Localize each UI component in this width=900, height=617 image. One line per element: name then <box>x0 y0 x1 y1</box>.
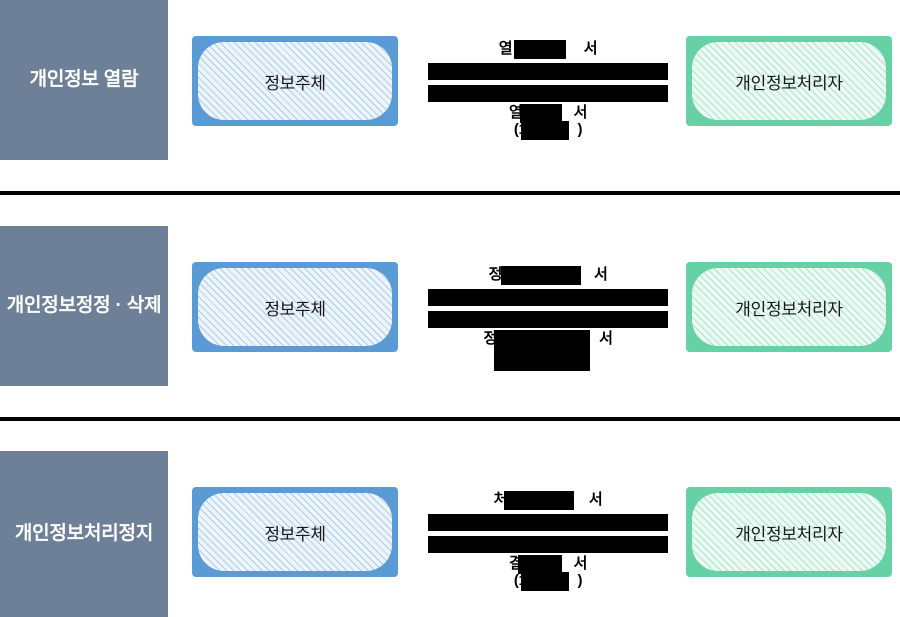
row-separator-2 <box>0 417 900 421</box>
flow-label-suffix: 서 <box>588 491 603 508</box>
flow-label-top-row3-line1: 처████████서 <box>428 491 668 510</box>
flow-label-bottom-row2: 정██████████서 <box>428 330 668 371</box>
redaction-block-top-row2 <box>501 266 581 285</box>
flow-label-top-row2-line1: 정█████████서 <box>428 266 668 285</box>
redaction-block-top-row1 <box>514 40 566 59</box>
actor-label-controller-row3: 개인정보처리자 <box>692 493 886 571</box>
category-label-access: 개인정보 열람 <box>29 69 139 91</box>
flow-label-top-row1-line1: 열███████서 <box>428 40 668 59</box>
flow-label-prefix: 열 <box>509 104 523 121</box>
actor-box-data-subject-row1: 정보주체 <box>192 36 398 126</box>
actor-label-controller-row2: 개인정보처리자 <box>692 268 886 346</box>
flow-label-suffix: ) <box>577 572 583 590</box>
category-label-processing-suspension-line2: 처리정지 <box>84 523 154 545</box>
category-panel-processing-suspension: 개인정보 처리정지 <box>0 451 168 617</box>
flow-label-bottom-row1: 열█████서 (1█████) <box>428 104 668 141</box>
flow-arrow-forward-row2 <box>428 289 668 306</box>
actor-box-controller-row2: 개인정보처리자 <box>686 262 892 352</box>
redaction-block-bottom-row3-a <box>518 555 562 574</box>
redaction-block-bottom-row2-b <box>494 349 590 371</box>
flow-label-suffix: 서 <box>599 330 613 347</box>
flow-label-top-row1: 열███████서 <box>428 40 668 59</box>
actor-box-controller-row1: 개인정보처리자 <box>686 36 892 126</box>
actor-label-data-subject-row1: 정보주체 <box>198 42 392 120</box>
flow-arrow-forward-row1 <box>428 63 668 80</box>
flow-label-suffix: ) <box>577 121 583 139</box>
category-panel-access: 개인정보 열람 <box>0 0 168 160</box>
actor-label-data-subject-row3: 정보주체 <box>198 493 392 571</box>
flow-label-top-row2: 정█████████서 <box>428 266 668 285</box>
flow-row-processing-suspension: 개인정보 처리정지 정보주체 개인정보처리자 처████████서 결█████… <box>0 451 900 617</box>
flow-label-suffix: 서 <box>573 104 588 121</box>
redaction-block-bottom-row1-a <box>520 104 562 123</box>
actor-box-data-subject-row2: 정보주체 <box>192 262 398 352</box>
actor-box-data-subject-row3: 정보주체 <box>192 487 398 577</box>
flow-label-bottom-row1-line2: (1█████) <box>428 121 668 141</box>
category-label-correction-deletion-line1: 개인정보 <box>6 295 76 317</box>
flow-label-top-row3: 처████████서 <box>428 491 668 510</box>
flow-label-suffix: 서 <box>583 40 598 57</box>
flow-row-access: 개인정보 열람 정보주체 개인정보처리자 열███████서 열█████서 (… <box>0 0 900 193</box>
flow-label-suffix: 서 <box>594 266 608 283</box>
actor-box-controller-row3: 개인정보처리자 <box>686 487 892 577</box>
category-panel-correction-deletion: 개인정보 정정 · 삭제 <box>0 226 168 386</box>
flow-arrow-return-row1 <box>428 85 668 102</box>
redaction-block-bottom-row3-b <box>521 572 569 592</box>
flow-label-prefix: 열 <box>498 40 513 57</box>
flow-label-bottom-row1-line1: 열█████서 <box>428 104 668 123</box>
flow-label-bottom-row3: 결█████서 (1█████) <box>428 555 668 592</box>
flow-label-bottom-row2-line1: 정██████████서 <box>428 330 668 371</box>
flow-label-bottom-row3-line1: 결█████서 <box>428 555 668 574</box>
flow-row-correction-deletion: 개인정보 정정 · 삭제 정보주체 개인정보처리자 정█████████서 정█… <box>0 226 900 419</box>
flow-label-prefix: 정 <box>488 266 503 283</box>
flow-arrow-return-row3 <box>428 536 668 553</box>
category-label-correction-deletion-line2: 정정 · 삭제 <box>75 295 162 317</box>
flow-label-prefix: 정 <box>483 330 497 347</box>
flow-arrow-forward-row3 <box>428 514 668 531</box>
redaction-block-bottom-row1-b <box>521 121 569 141</box>
redaction-block-top-row3 <box>504 491 574 510</box>
flow-arrow-return-row2 <box>428 311 668 328</box>
flow-label-suffix: 서 <box>573 555 588 572</box>
actor-label-data-subject-row2: 정보주체 <box>198 268 392 346</box>
redaction-block-bottom-row2-a <box>494 330 590 349</box>
flow-label-bottom-row3-line2: (1█████) <box>428 572 668 592</box>
actor-label-controller-row1: 개인정보처리자 <box>692 42 886 120</box>
row-separator-1 <box>0 191 900 195</box>
category-label-processing-suspension-line1: 개인정보 <box>14 523 84 545</box>
